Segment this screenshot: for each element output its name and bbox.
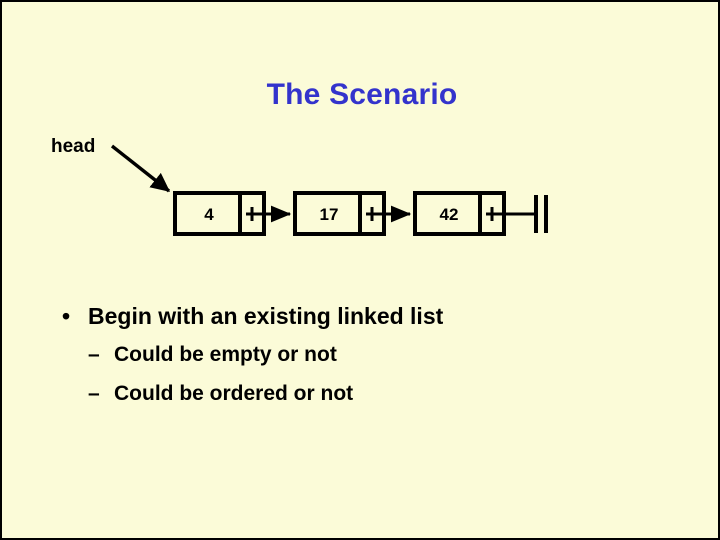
list-node-3: 42 (413, 191, 506, 236)
null-terminator-icon (492, 195, 548, 233)
bullet-item-1: • Begin with an existing linked list (60, 301, 660, 331)
bullet-item-2: – Could be empty or not (88, 340, 660, 370)
bullet-marker-dot: • (62, 303, 71, 329)
bullet-item-1-text: Begin with an existing linked list (88, 303, 444, 329)
list-node-1: 4 (173, 191, 266, 236)
bullet-list: • Begin with an existing linked list – C… (60, 301, 660, 409)
bullet-item-3: – Could be ordered or not (88, 379, 660, 409)
bullet-item-2-text: Could be empty or not (114, 343, 337, 366)
list-node-3-value: 42 (440, 205, 459, 224)
list-node-1-value: 4 (204, 205, 214, 224)
page-title: The Scenario (266, 78, 458, 111)
bullet-marker-dash: – (88, 343, 100, 366)
head-pointer-label: head (51, 136, 96, 157)
bullet-item-3-text: Could be ordered or not (114, 382, 354, 405)
list-node-2-value: 17 (320, 205, 339, 224)
bullet-marker-dash: – (88, 382, 100, 405)
list-node-2: 17 (293, 191, 386, 236)
head-arrow (110, 144, 171, 193)
